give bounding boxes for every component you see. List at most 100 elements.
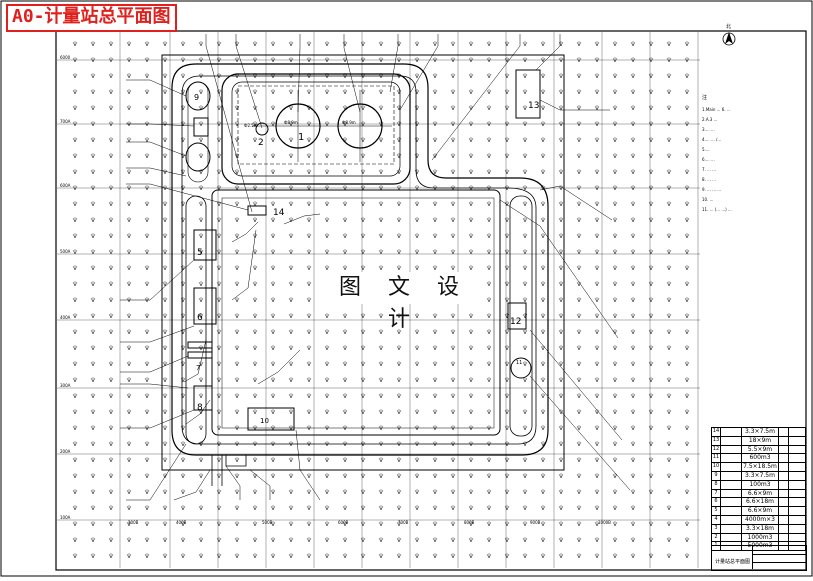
tank-left-lower — [185, 142, 211, 172]
table-cell-dimensions: 6.6×9m — [742, 489, 779, 498]
table-cell-dimensions: 6.6×18m — [742, 498, 779, 507]
equipment-number-9: 9 — [194, 93, 199, 102]
equipment-number-8: 8 — [197, 403, 203, 413]
drawing-title: A0-计量站总平面图 — [6, 4, 177, 32]
table-cell-qty — [789, 489, 806, 498]
building-13 — [515, 69, 541, 119]
table-cell-number: 9 — [712, 471, 721, 480]
table-cell-name — [721, 454, 742, 463]
table-cell-unit — [779, 436, 789, 445]
watermark: 图 文 设 计 — [322, 272, 486, 332]
table-cell-unit — [779, 428, 789, 436]
table-cell-name — [721, 471, 742, 480]
table-cell-name — [721, 533, 742, 542]
note-item: 5.... — [702, 147, 710, 152]
table-cell-number: 3 — [712, 524, 721, 533]
tank-11 — [510, 357, 532, 379]
table-row: 9 3.3×7.5m — [712, 471, 806, 481]
note-item: 9. ... ... ... — [702, 187, 722, 192]
vegetation-hatch — [72, 41, 690, 559]
x-coordinate-label: 1000B — [598, 520, 611, 525]
table-cell-number: 7 — [712, 489, 721, 498]
table-cell-dimensions: 7.5×18.5m — [742, 463, 779, 471]
notes-heading: 注 — [702, 95, 708, 101]
table-cell-unit — [779, 533, 789, 542]
table-cell-name — [721, 507, 742, 515]
y-coordinate-label: 500A — [60, 249, 71, 254]
table-cell-unit — [779, 445, 789, 454]
table-cell-number: 4 — [712, 515, 721, 524]
table-cell-number: 2 — [712, 533, 721, 542]
y-coordinate-label: 700A — [60, 119, 71, 124]
table-cell-number: 14 — [712, 428, 721, 436]
tank-size-label: Ф8.9m — [342, 120, 356, 125]
north-label: 北 — [726, 23, 731, 30]
equipment-number-1: 1 — [298, 132, 304, 143]
building-5 — [193, 229, 217, 261]
table-cell-unit — [779, 463, 789, 471]
note-item: 3.... ... — [702, 127, 715, 132]
table-cell-qty — [789, 524, 806, 533]
ring-road-outer — [171, 63, 549, 456]
site-boundary — [161, 54, 565, 471]
table-cell-qty — [789, 454, 806, 463]
table-cell-name — [721, 524, 742, 533]
building-6 — [193, 287, 217, 325]
x-coordinate-label: 500B — [262, 520, 273, 525]
table-cell-name — [721, 480, 742, 489]
y-coordinate-label: 6000 — [60, 55, 71, 60]
table-cell-dimensions: 18×9m — [742, 436, 779, 445]
table-cell-number: 11 — [712, 454, 721, 463]
equipment-number-6: 6 — [197, 313, 203, 323]
building-12 — [507, 302, 527, 330]
table-cell-number: 6 — [712, 498, 721, 507]
table-cell-qty — [789, 471, 806, 480]
notes-block: 注 1.Main ... 6. ... 2.A.3 ... 3.... ... … — [702, 94, 802, 215]
table-cell-qty — [789, 428, 806, 436]
table-cell-unit — [779, 489, 789, 498]
table-cell-dimensions: 3.3×18m — [742, 524, 779, 533]
table-cell-qty — [789, 436, 806, 445]
note-item: 8. ... ... — [702, 177, 716, 182]
note-item: 2.A.3 ... — [702, 117, 718, 122]
title-block: 计量站总平面图 — [711, 545, 807, 571]
table-cell-name — [721, 463, 742, 471]
x-coordinate-label: 700B — [398, 520, 409, 525]
table-cell-qty — [789, 445, 806, 454]
equipment-number-12: 12 — [510, 317, 521, 327]
table-cell-unit — [779, 454, 789, 463]
y-coordinate-label: 400A — [60, 315, 71, 320]
table-cell-unit — [779, 471, 789, 480]
table-cell-number: 8 — [712, 480, 721, 489]
title-block-name: 计量站总平面图 — [715, 559, 751, 565]
table-cell-unit — [779, 542, 789, 551]
equipment-number-7: 7 — [196, 364, 200, 372]
building-14 — [247, 205, 267, 216]
table-cell-name — [721, 489, 742, 498]
north-arrow-icon — [722, 32, 736, 46]
table-cell-dimensions: 5.5×9m — [742, 445, 779, 454]
note-item: 1.Main ... 6. ... — [702, 107, 731, 112]
table-cell-name — [721, 436, 742, 445]
table-cell-unit — [779, 515, 789, 524]
x-coordinate-label: 400B — [176, 520, 187, 525]
equipment-number-13: 13 — [528, 101, 539, 111]
table-cell-qty — [789, 507, 806, 515]
table-cell-unit — [779, 507, 789, 515]
note-item: 6.... ... — [702, 157, 715, 162]
note-item: 4.... ... /... — [702, 137, 722, 142]
tank-2 — [255, 122, 269, 136]
table-cell-name — [721, 445, 742, 454]
table-cell-dimensions: 100m3 — [742, 480, 779, 489]
table-cell-dimensions: 3.3×7.5m — [742, 471, 779, 480]
building-4 — [193, 117, 209, 137]
main-gate — [211, 454, 247, 486]
table-row: 3 3.3×18m — [712, 524, 806, 534]
small-tank-size-label: Ф2.5m — [244, 123, 258, 128]
